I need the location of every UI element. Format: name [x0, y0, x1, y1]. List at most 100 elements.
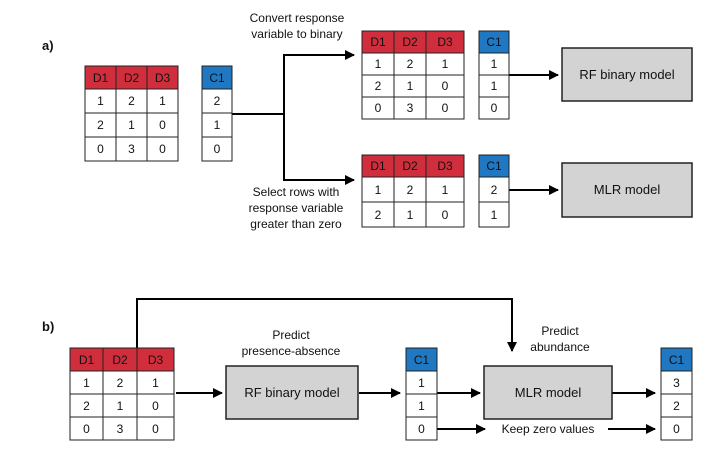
panel-a: a) Convert response variable to binary S… [42, 11, 693, 231]
header-label: C1 [486, 159, 502, 173]
cell-value: 3 [117, 422, 124, 436]
rf-binary-model-box [561, 47, 693, 102]
header-label: C1 [669, 353, 685, 367]
convert-label-line-2: variable to binary [251, 27, 342, 41]
cell-value: 1 [214, 118, 221, 132]
header-label: D3 [437, 35, 453, 49]
cell-value: 2 [375, 79, 382, 93]
panel-b-label: b) [42, 319, 54, 334]
header-label: D1 [370, 35, 386, 49]
cell-value: 0 [159, 142, 166, 156]
cell-value: 1 [159, 94, 166, 108]
mlr-model-label: MLR model [515, 385, 582, 400]
cell-value: 3 [407, 101, 414, 115]
mlr-model-box [561, 162, 693, 218]
binary-response-table: C1 1 1 0 [478, 30, 510, 120]
header-label: C1 [209, 71, 225, 85]
table-cell [393, 176, 427, 203]
cell-value: 1 [418, 399, 425, 413]
select-arrow [283, 114, 355, 185]
table-cell [478, 201, 510, 228]
cell-value: 0 [442, 208, 449, 222]
cell-value: 1 [442, 57, 449, 71]
cell-value: 3 [128, 142, 135, 156]
cell-value: 0 [152, 422, 159, 436]
cell-value: 2 [128, 94, 135, 108]
table-cell [405, 416, 438, 441]
table-cell [425, 96, 465, 120]
select-label-line-2: response variable [249, 201, 344, 215]
convert-label-line-1: Convert response [250, 11, 345, 25]
keep-zero-label: Keep zero values [502, 422, 595, 436]
panel-a-connectors [232, 50, 559, 195]
cell-value: 1 [128, 118, 135, 132]
table-cell [201, 112, 233, 138]
select-label-line-3: greater than zero [250, 217, 342, 231]
cell-value: 0 [442, 101, 449, 115]
selected-response-table: C1 2 1 [478, 154, 510, 228]
cell-value: 1 [491, 57, 498, 71]
cell-value: 0 [375, 101, 382, 115]
cell-value: 2 [407, 57, 414, 71]
header-label: D3 [437, 159, 453, 173]
table-cell [201, 136, 233, 162]
cell-value: 1 [407, 208, 414, 222]
predict-ab-label-line-1: Predict [541, 324, 579, 338]
cell-value: 2 [407, 183, 414, 197]
cell-value: 0 [673, 422, 680, 436]
rf-binary-model-label: RF binary model [579, 67, 674, 82]
presence-absence-output-table: C1 1 1 0 [405, 347, 438, 441]
cell-value: 1 [97, 94, 104, 108]
cell-value: 1 [83, 376, 90, 390]
cell-value: 1 [418, 376, 425, 390]
input-response-table: C1 2 1 0 [201, 65, 233, 162]
cell-value: 1 [117, 399, 124, 413]
predict-ab-label-line-2: abundance [530, 340, 590, 354]
header-label: D2 [402, 159, 418, 173]
cell-value: 2 [117, 376, 124, 390]
cell-value: 0 [418, 422, 425, 436]
table-cell [84, 136, 117, 162]
header-label: C1 [414, 353, 430, 367]
table-cell [115, 112, 148, 138]
rf-binary-model-label: RF binary model [244, 385, 339, 400]
cell-value: 1 [442, 183, 449, 197]
panel-b: b) Predict presence-absence Predict abun… [42, 298, 693, 441]
rf-binary-model-box [225, 365, 359, 420]
cell-value: 0 [152, 399, 159, 413]
cell-value: 0 [442, 79, 449, 93]
cell-value: 0 [491, 101, 498, 115]
table-cell [393, 201, 427, 228]
header-label: D2 [402, 35, 418, 49]
cell-value: 0 [214, 142, 221, 156]
cell-value: 3 [673, 376, 680, 390]
binary-predictors-table: D1 D2 D3 1 2 1 2 1 0 0 3 0 [361, 30, 465, 120]
table-cell [146, 136, 179, 162]
table-cell [146, 88, 179, 114]
cell-value: 2 [83, 399, 90, 413]
predict-pa-label-line-1: Predict [272, 328, 310, 342]
cell-value: 1 [375, 183, 382, 197]
table-cell [660, 416, 693, 441]
cell-value: 2 [673, 399, 680, 413]
convert-arrow [232, 50, 355, 115]
header-label: D1 [93, 71, 109, 85]
selected-predictors-table: D1 D2 D3 1 2 1 2 1 0 [361, 154, 465, 228]
cell-value: 0 [97, 142, 104, 156]
input-predictors-table: D1 D2 D3 1 2 1 2 1 0 0 3 0 [84, 65, 179, 162]
cell-value: 2 [375, 208, 382, 222]
cell-value: 0 [83, 422, 90, 436]
cell-value: 1 [152, 376, 159, 390]
header-label: D1 [79, 353, 95, 367]
bypass-arrow [136, 298, 517, 352]
cell-value: 2 [491, 183, 498, 197]
cell-value: 1 [407, 79, 414, 93]
final-output-table: C1 3 2 0 [660, 347, 693, 441]
header-label: C1 [486, 35, 502, 49]
cell-value: 0 [159, 118, 166, 132]
header-label: D1 [370, 159, 386, 173]
cell-value: 2 [214, 94, 221, 108]
panel-b-connectors [136, 298, 656, 434]
cell-value: 2 [97, 118, 104, 132]
